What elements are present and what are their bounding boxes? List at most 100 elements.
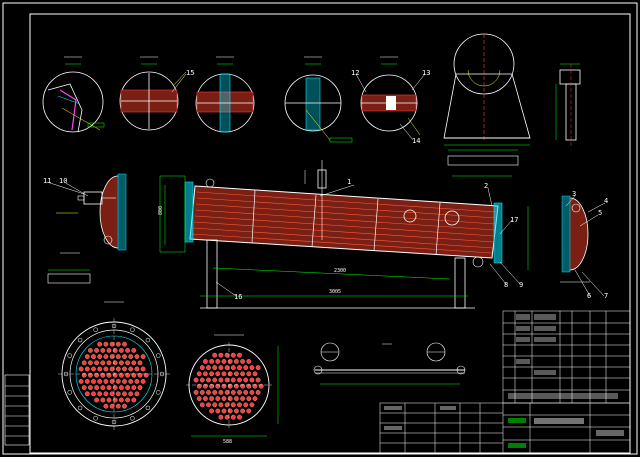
tube-hole [119,360,124,366]
tube-hole [94,372,99,378]
tube-hole [196,371,202,377]
tube-hole [78,379,84,384]
tube-hole [243,365,249,370]
tube-hole [193,377,199,383]
tube-hole [131,397,137,403]
tube-hole [218,365,224,370]
tube-hole [252,371,258,377]
tube-hole [84,391,90,397]
tube-hole [109,379,115,384]
tube-hole [206,402,211,408]
tube-hole [218,390,224,395]
tube-hole [234,383,239,389]
tube-hole [84,379,90,384]
revision-block [4,374,30,446]
bolt-hole [67,353,72,358]
saddle-support-view [443,33,531,177]
tube-hole [119,385,124,390]
tube-hole [112,348,118,353]
tube-hole [91,391,96,397]
tube-hole [252,383,258,389]
part-number-11: 11 [43,177,51,185]
tube-hole [134,366,140,372]
tube-hole [94,397,99,403]
tube-hole [230,352,236,358]
tube-hole [97,354,103,359]
right-head-cap [527,195,590,283]
part-number-8: 8 [504,281,508,289]
tube-hole [246,359,252,364]
part-number-12: 12 [351,69,359,77]
part-number-7: 7 [604,292,608,300]
parts-list-cells [508,314,618,399]
tube-hole [237,402,242,408]
part-number-15: 15 [186,69,194,77]
tube-hole [209,371,214,377]
tube-hole [81,372,87,378]
tube-hole [243,377,249,383]
tube-hole [240,396,245,401]
tube-hole [243,402,249,408]
tube-hole [94,360,99,366]
part-number-4: 4 [604,197,608,205]
tie-rod-view [313,342,466,385]
tube-hole [128,391,134,397]
tube-hole [97,391,103,397]
tube-hole [199,365,205,370]
tube-hole [199,402,205,408]
detail-view-2 [119,56,187,131]
tube-hole [246,408,252,414]
tube-hole [91,366,96,372]
tube-hole [106,348,112,353]
tube-hole [94,385,99,390]
part-number-3: 3 [572,190,576,198]
tube-hole [221,359,227,364]
tube-hole [128,354,134,359]
tube-hole [115,403,121,409]
tube-hole [237,377,242,383]
tube-hole [131,348,137,353]
tube-hole [122,391,127,397]
part-number-13: 13 [422,69,430,77]
tube-hole [94,348,99,353]
tube-hole [134,379,140,384]
tube-hole [88,360,93,366]
tube-hole [140,354,146,359]
tube-hole [249,377,255,383]
part-number-17: 17 [510,216,518,224]
tube-hole [234,408,239,414]
tube-hole [115,341,121,347]
tube-hole [249,402,255,408]
tube-hole [109,366,115,372]
bolt-hole [67,390,72,395]
tube-hole [206,365,211,370]
tube-hole [230,402,236,408]
note-box-left [47,252,91,284]
tube-hole [88,385,93,390]
tube-hole [255,377,261,383]
tube-hole [215,408,221,414]
tube-hole [106,372,112,378]
tube-hole [206,377,211,383]
tube-hole [137,385,143,390]
tube-hole [212,377,218,383]
tube-hole [203,359,208,364]
part-number-6: 6 [587,292,591,300]
tube-hole [97,341,103,347]
tube-hole [212,390,218,395]
tube-hole [221,371,227,377]
tube-hole [212,365,218,370]
part-number-14: 14 [412,137,420,145]
tube-hole [215,371,221,377]
dimension-total-length: 3005 [329,289,341,295]
tube-hole [252,396,258,401]
tube-hole [196,396,202,401]
tube-hole [240,359,245,364]
tube-hole [240,383,245,389]
leader-lines [46,73,606,297]
tube-hole [209,396,214,401]
tube-hole [115,354,121,359]
tube-hole [125,360,130,366]
tube-hole [128,379,134,384]
tube-hole [246,383,252,389]
